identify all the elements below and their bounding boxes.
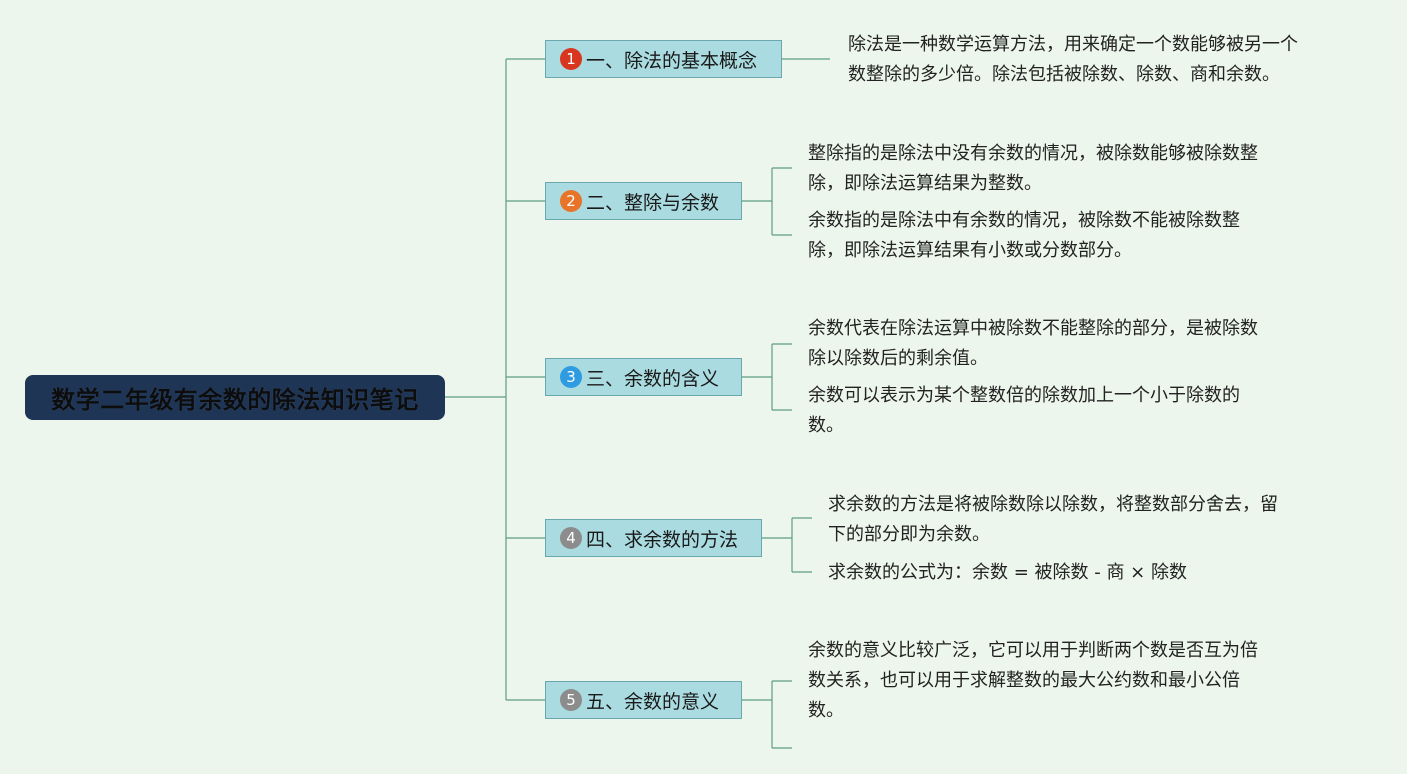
number-badge-icon: 4 [560,527,582,549]
note-line: 除法是一种数学运算方法，用来确定一个数能够被另一个 [848,34,1298,55]
number-badge-icon: 2 [560,190,582,212]
branch-label: 四、求余数的方法 [586,528,739,551]
root-topic[interactable]: 数学二年级有余数的除法知识笔记 [25,375,445,420]
note-line: 余数代表在除法运算中被除数不能整除的部分，是被除数 [808,318,1258,339]
note-divisible[interactable]: 整除指的是除法中没有余数的情况，被除数能够被除数整 除，即除法运算结果为整数。 [808,139,1258,199]
number-badge-icon: 1 [560,48,582,70]
branch-label: 一、除法的基本概念 [586,49,758,72]
branch-significance[interactable]: 5 五、余数的意义 [545,681,742,719]
note-significance[interactable]: 余数的意义比较广泛，它可以用于判断两个数是否互为倍 数关系，也可以用于求解整数的… [808,636,1258,726]
note-line: 整除指的是除法中没有余数的情况，被除数能够被除数整 [808,143,1258,164]
note-line: 求余数的公式为：余数 = 被除数 - 商 × 除数 [828,562,1187,583]
note-line: 余数指的是除法中有余数的情况，被除数不能被除数整 [808,210,1240,231]
note-line: 除，即除法运算结果有小数或分数部分。 [808,240,1132,261]
branch-remainder-meaning[interactable]: 3 三、余数的含义 [545,358,742,396]
number-badge-icon: 3 [560,366,582,388]
note-line: 除，即除法运算结果为整数。 [808,173,1042,194]
branch-basic-concept[interactable]: 1 一、除法的基本概念 [545,40,782,78]
note-remainder-expression[interactable]: 余数可以表示为某个整数倍的除数加上一个小于除数的 数。 [808,381,1240,441]
note-basic-concept[interactable]: 除法是一种数学运算方法，用来确定一个数能够被另一个 数整除的多少倍。除法包括被除… [848,30,1298,90]
note-formula[interactable]: 求余数的公式为：余数 = 被除数 - 商 × 除数 [828,558,1187,588]
note-line: 数整除的多少倍。除法包括被除数、除数、商和余数。 [848,64,1280,85]
note-line: 数。 [808,700,844,721]
branch-label: 三、余数的含义 [586,367,720,390]
note-method[interactable]: 求余数的方法是将被除数除以除数，将整数部分舍去，留 下的部分即为余数。 [828,490,1278,550]
branch-find-remainder[interactable]: 4 四、求余数的方法 [545,519,762,557]
note-line: 数关系，也可以用于求解整数的最大公约数和最小公倍 [808,670,1240,691]
note-line: 求余数的方法是将被除数除以除数，将整数部分舍去，留 [828,494,1278,515]
note-line: 除以除数后的剩余值。 [808,348,988,369]
branch-label: 五、余数的意义 [586,690,720,713]
note-remainder[interactable]: 余数指的是除法中有余数的情况，被除数不能被除数整 除，即除法运算结果有小数或分数… [808,206,1240,266]
note-line: 数。 [808,415,844,436]
note-remainder-represents[interactable]: 余数代表在除法运算中被除数不能整除的部分，是被除数 除以除数后的剩余值。 [808,314,1258,374]
root-title: 数学二年级有余数的除法知识笔记 [51,386,419,414]
number-badge-icon: 5 [560,689,582,711]
branch-label: 二、整除与余数 [586,191,720,214]
branch-divisible-remainder[interactable]: 2 二、整除与余数 [545,182,742,220]
note-line: 余数可以表示为某个整数倍的除数加上一个小于除数的 [808,385,1240,406]
note-line: 余数的意义比较广泛，它可以用于判断两个数是否互为倍 [808,640,1258,661]
note-line: 下的部分即为余数。 [828,524,990,545]
